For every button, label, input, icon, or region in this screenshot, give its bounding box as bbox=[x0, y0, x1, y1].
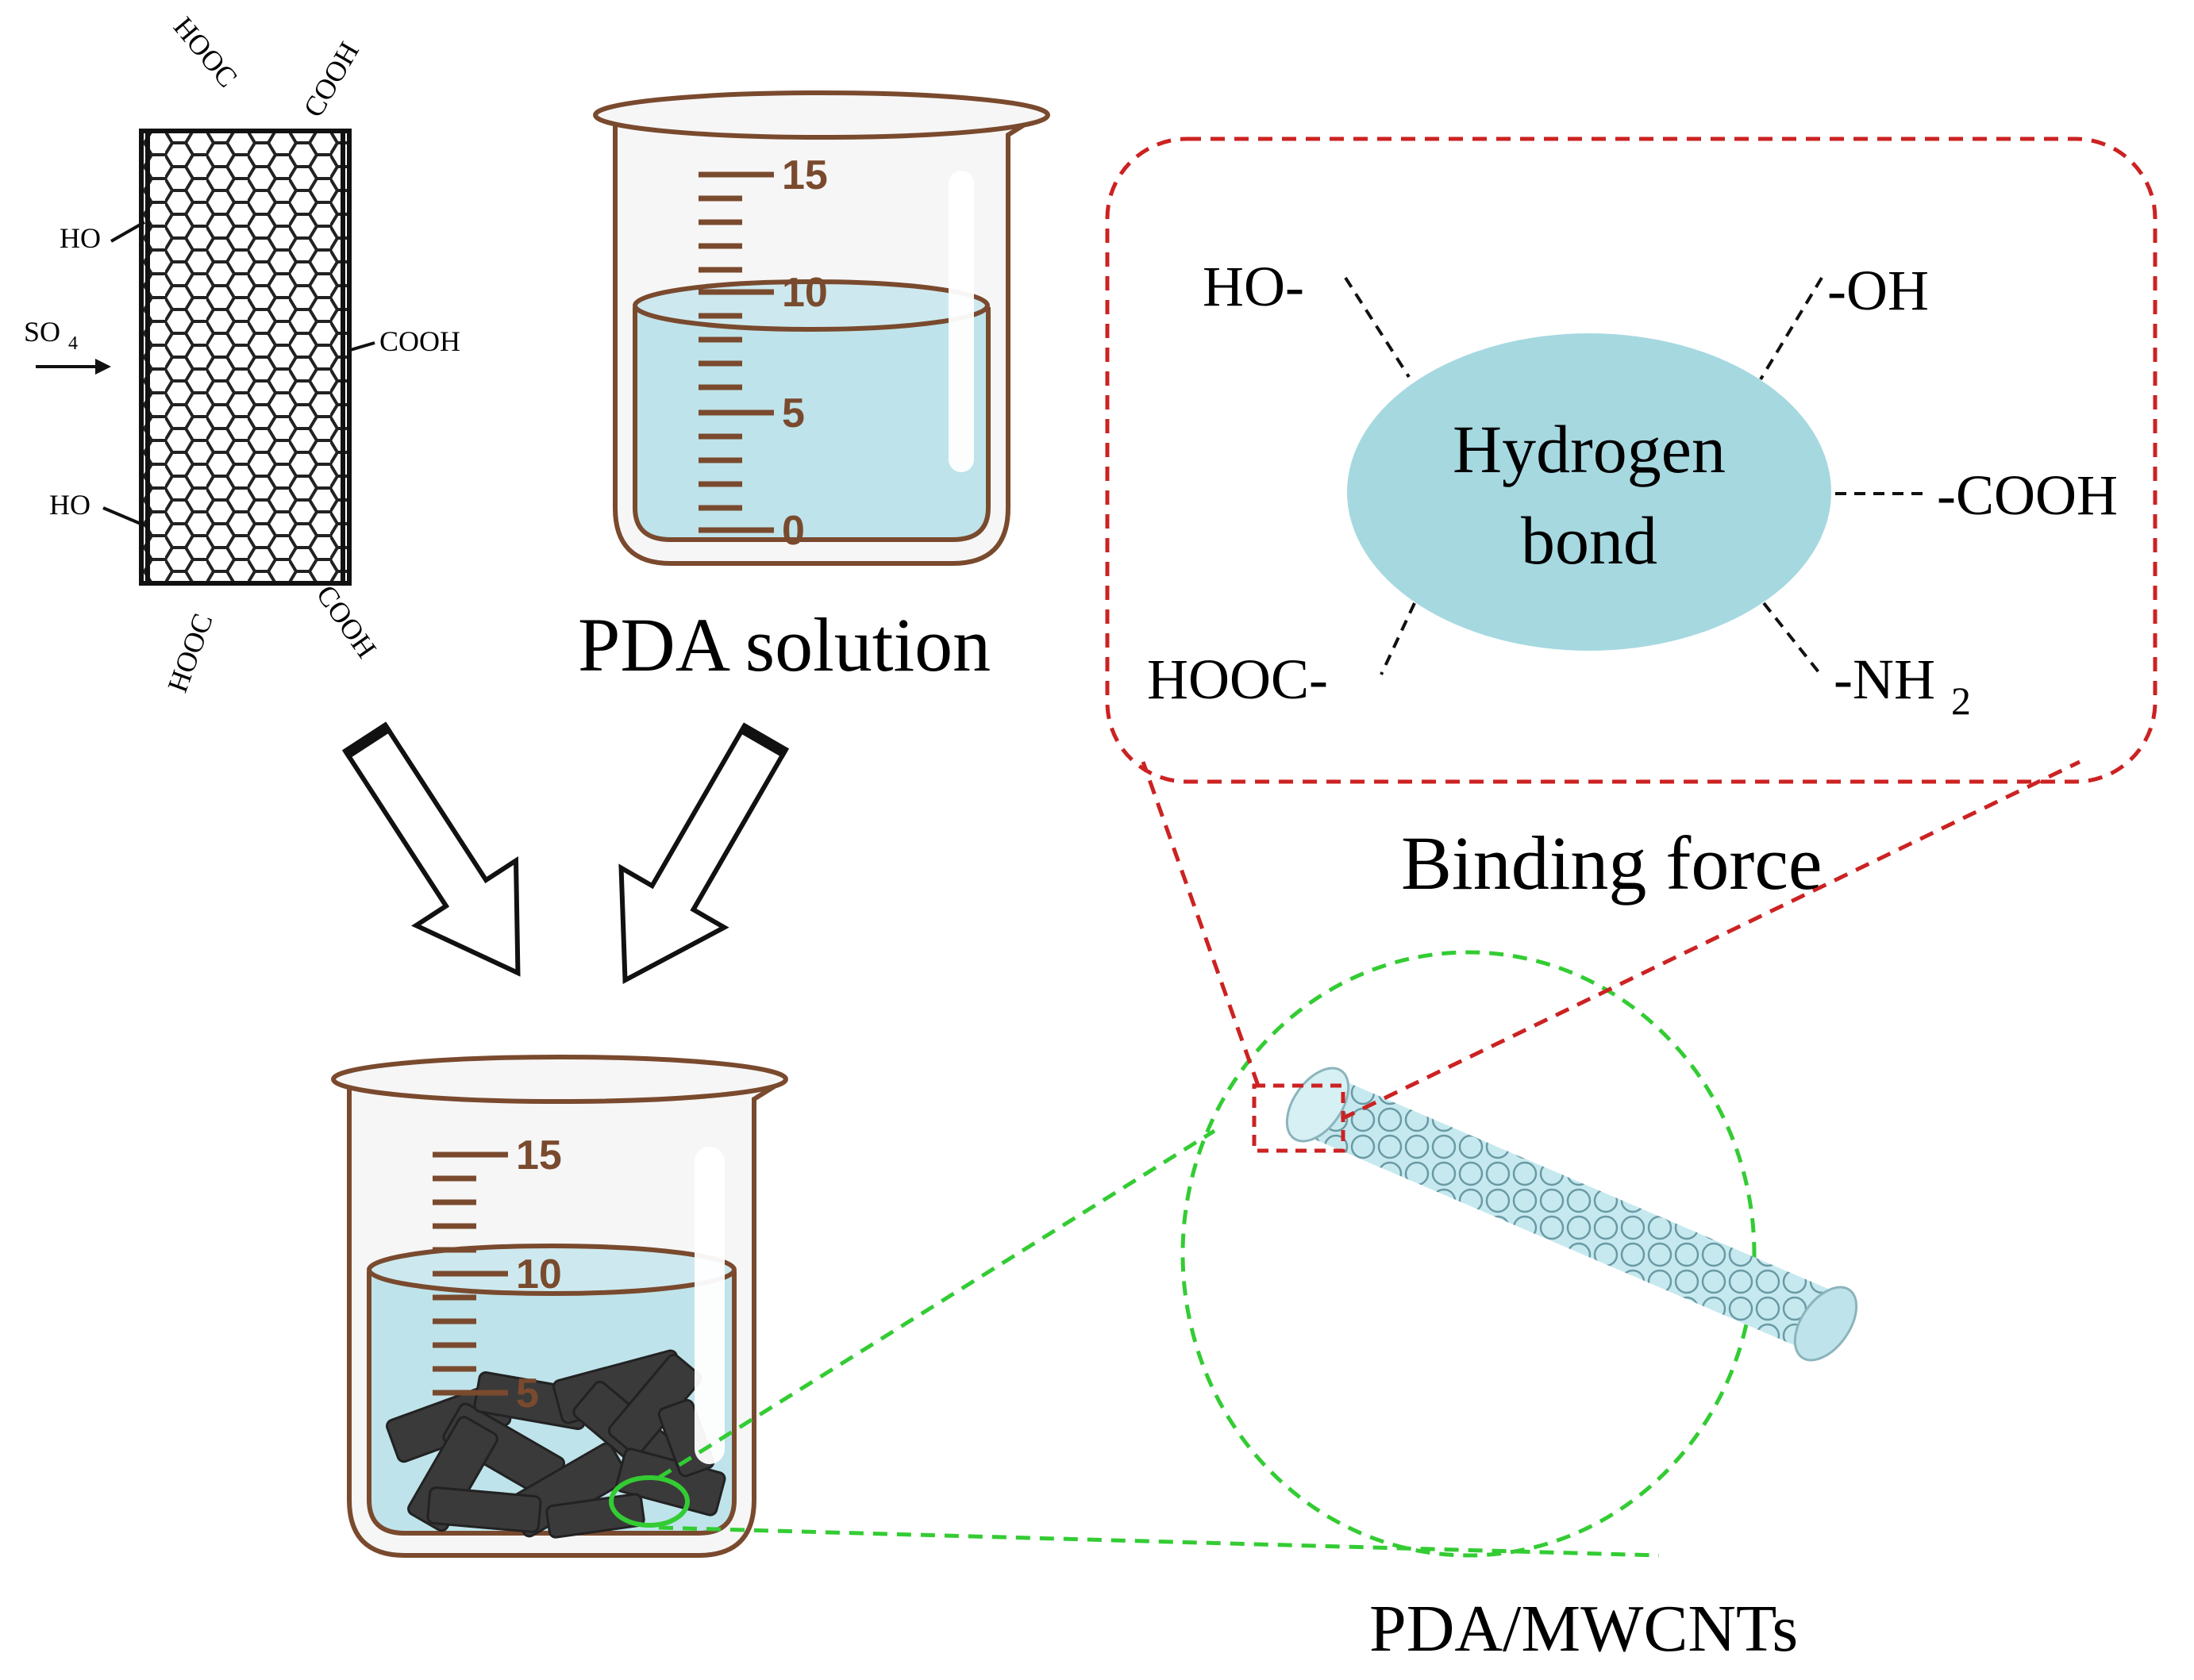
red-zoom-lines bbox=[1141, 759, 2081, 1121]
cnt-label-cooh-mid: COOH bbox=[379, 325, 460, 357]
graduation-marks bbox=[699, 171, 774, 533]
group-cooh: -COOH bbox=[1937, 463, 2118, 527]
carbon-nanotube bbox=[139, 129, 352, 586]
cnt-label-cooh-top: COOH bbox=[297, 37, 365, 122]
hydrogen-bond-label-line1: Hydrogen bbox=[1453, 411, 1726, 487]
group-ho: HO- bbox=[1203, 255, 1304, 318]
cnt-label-cooh-bottom: COOH bbox=[310, 579, 383, 664]
mwcnt-particles bbox=[386, 1349, 726, 1539]
process-arrow-left bbox=[341, 721, 521, 977]
graduation-marks-2 bbox=[433, 1151, 508, 1396]
group-nh2: -NH 2 bbox=[1834, 648, 1971, 723]
group-hooc: HOOC- bbox=[1147, 648, 1328, 711]
pda-mwcnt-tube bbox=[1285, 1067, 1858, 1362]
tick-5: 5 bbox=[782, 390, 805, 436]
cnt-label-ho-lower: HO bbox=[49, 489, 90, 521]
pda-solution-label: PDA solution bbox=[578, 602, 991, 687]
zoom-source-circle bbox=[609, 1475, 690, 1528]
group-oh: -OH bbox=[1827, 259, 1929, 322]
process-arrow-right bbox=[618, 722, 790, 985]
mixture-beaker: 15 10 5 bbox=[331, 1055, 788, 1558]
svg-text:-NH: -NH bbox=[1834, 648, 1935, 711]
tick-0: 0 bbox=[782, 508, 805, 554]
binding-force-caption: Binding force bbox=[1401, 821, 1823, 905]
cnt-pointer-ho-lower bbox=[102, 506, 145, 527]
beaker2-highlight bbox=[695, 1147, 725, 1464]
tick-15-b2: 15 bbox=[516, 1132, 562, 1178]
bond-dash-lines bbox=[1344, 276, 1929, 675]
hydrogen-bond-label-line2: bond bbox=[1521, 502, 1657, 579]
svg-text:2: 2 bbox=[1951, 679, 1971, 723]
tick-10: 10 bbox=[782, 270, 828, 316]
cnt-label-ho-upper: HO bbox=[60, 222, 101, 254]
pda-beaker: 15 10 5 0 bbox=[593, 90, 1050, 566]
cnt-label-hooc-bottom: HOOC bbox=[161, 609, 218, 697]
product-label: PDA/MWCNTs bbox=[1369, 1592, 1798, 1666]
cnt-pointer-ho-upper bbox=[110, 221, 145, 243]
tick-15: 15 bbox=[782, 152, 828, 198]
svg-text:4: 4 bbox=[68, 333, 78, 354]
hydrogen-bond-ellipse bbox=[1347, 333, 1831, 651]
tick-10-b2: 10 bbox=[516, 1251, 562, 1297]
reagent-arrow bbox=[36, 359, 111, 375]
cnt-pointer-cooh-mid bbox=[347, 341, 375, 352]
tick-5-b2: 5 bbox=[516, 1371, 539, 1417]
cnt-label-hooc-top: HOOC bbox=[167, 11, 244, 94]
svg-text:SO: SO bbox=[24, 316, 60, 348]
green-zoom-lines bbox=[657, 950, 1757, 1558]
cnt-reagent-label: SO 4 bbox=[24, 316, 78, 354]
beaker-highlight bbox=[949, 171, 974, 472]
